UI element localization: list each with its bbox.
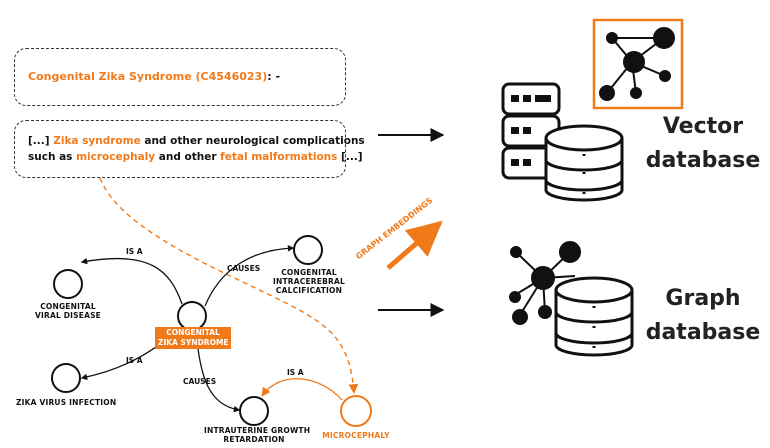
link-curve (99, 177, 359, 394)
context-open: [...] (28, 135, 54, 147)
edge-label-causes-2: CAUSES (183, 377, 217, 386)
context-line-2: such as microcephaly and other fetal mal… (28, 151, 363, 163)
graph-network-icon (599, 27, 675, 101)
label-iugr: INTRAUTERINE GROWTH RETARDATION (204, 426, 311, 444)
node-congenital-zika-syndrome (177, 301, 207, 331)
edge-label-isa-1: IS A (126, 247, 143, 256)
highlight-fetal-malformations: fetal malformations (220, 151, 338, 163)
context-box (14, 120, 346, 178)
node-microcephaly (340, 395, 372, 427)
edge-label-causes-1: CAUSES (227, 264, 261, 273)
context-close: [...] (337, 151, 363, 163)
edge-isa-1 (80, 257, 183, 305)
vector-db-line1: Vector (662, 114, 744, 139)
graph-db-line2: database (645, 320, 761, 345)
context-pre: such as (28, 151, 77, 163)
label-microcephaly: MICROCEPHALY (322, 431, 390, 440)
highlight-microcephaly: microcephaly (76, 151, 156, 163)
concept-term: Congenital Zika Syndrome (C4546023) (28, 70, 268, 83)
label-intracerebral-calcification: CONGENITAL INTRACEREBRAL CALCIFICATION (273, 268, 345, 295)
database-cylinder-icon (544, 124, 624, 202)
node-iugr (239, 396, 269, 426)
context-line-1: [...] Zika syndrome and other neurologic… (28, 135, 365, 147)
edge-causes-1 (204, 244, 295, 307)
edge-label-isa-3: IS A (287, 368, 304, 377)
context-mid1: and other neurological complications (140, 135, 365, 147)
graph-db-title: Graph database (640, 282, 766, 350)
edge-isa-3 (261, 378, 343, 401)
graph-db-line1: Graph (665, 286, 741, 311)
graph-embeddings-arrow (386, 220, 443, 270)
concept-line: Congenital Zika Syndrome (C4546023): - (28, 70, 280, 83)
highlight-zika-syndrome: Zika syndrome (53, 135, 141, 147)
node-intracerebral-calcification (293, 235, 323, 265)
label-congenital-viral-disease: CONGENITAL VIRAL DISEASE (34, 302, 102, 320)
node-zika-virus-infection (51, 363, 81, 393)
label-congenital-zika-syndrome: CONGENITAL ZIKA SYNDROME (155, 327, 231, 349)
vector-db-title: Vector database (640, 110, 766, 178)
edge-label-isa-2: IS A (126, 356, 143, 365)
concept-suffix: : - (267, 70, 281, 83)
context-mid2: and other (155, 151, 221, 163)
database-cylinder-icon-2 (554, 276, 634, 357)
vector-db-line2: database (645, 148, 761, 173)
concept-box (14, 48, 346, 106)
node-congenital-viral-disease (53, 269, 83, 299)
label-zika-virus-infection: ZIKA VIRUS INFECTION (16, 398, 117, 407)
graph-network-icon-2 (509, 241, 581, 325)
